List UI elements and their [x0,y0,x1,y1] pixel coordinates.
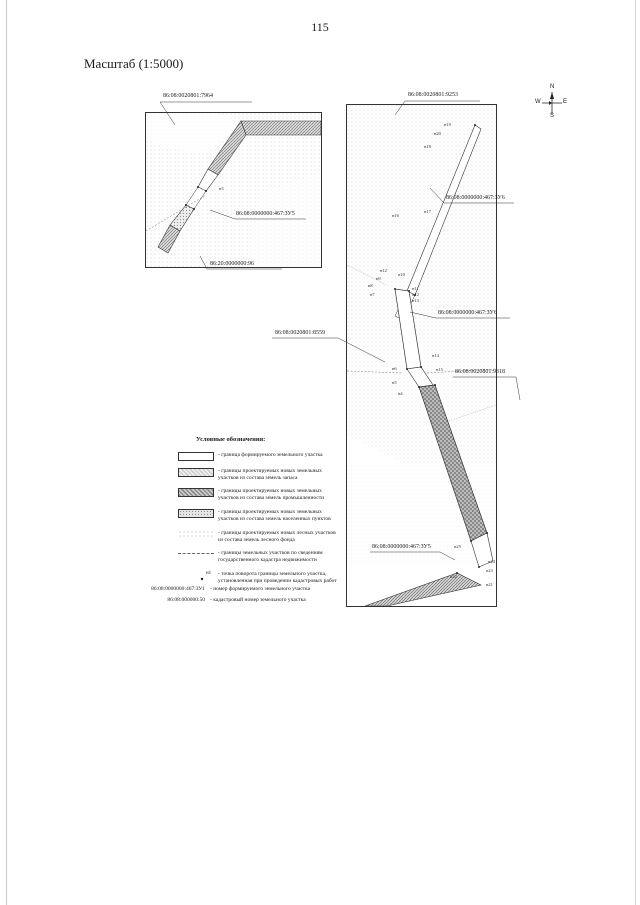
main-point: н24 [488,559,495,564]
main-point: н11 [412,286,419,291]
legend-swatch-forest [178,530,214,539]
scan-edge-right [635,0,636,905]
legend-text: - границы проектируемых новых земельных … [218,468,322,481]
inset-map-drawing [146,113,321,267]
legend-number-row: 86:08:000000:50 - кадастровый номер земе… [110,597,340,605]
main-point: н9 [376,276,381,281]
compass-south: S [550,113,555,119]
legend-swatch-cadastre [178,553,214,554]
legend-title: Условные обозначения: [196,436,266,443]
main-top-parcel-label: 86:08:0020801:9253 [408,92,459,98]
main-point: н23 [486,568,493,573]
main-point: н12 [412,292,419,297]
main-left-parcel-label: 86:08:0020801:8559 [275,330,326,336]
main-point: н25 [454,544,461,549]
legend-text: - границы земельных участков по сведения… [218,550,323,563]
legend-text: - граница формируемого земельного участк… [218,452,323,458]
main-point: н19 [444,122,451,127]
legend-swatch-outline [178,452,214,461]
legend-number-row: 86:08:0000000:467:ЗУ1 - номер формируемо… [110,586,340,594]
legend-number-text: - номер формируемого земельного участка [210,586,311,592]
compass-west: W [535,99,541,105]
main-point: н20 [434,131,441,136]
legend-text: - границы проектируемых новых земельных … [218,509,331,522]
legend-swatch-point: н1 [178,571,214,581]
legend-swatch-reserve [178,468,214,477]
compass-rose: N S W E [532,84,572,122]
legend-number-text: - кадастровый номер земельного участка [210,597,306,603]
main-map [346,104,497,607]
inset-zu5-label: 86:08:0000000:467:ЗУ5 [236,211,295,217]
legend: Условные обозначения: - граница формируе… [110,436,340,616]
inset-point-n3: н3 [219,186,224,191]
main-point: н17 [424,209,431,214]
point-dot-icon [200,577,204,581]
compass-arrow-icon [542,92,562,114]
main-point: н21 [486,582,493,587]
legend-text: - границы проектируемых новых лесных уча… [218,530,336,543]
main-point: н18 [424,144,431,149]
inset-bottom-parcel-label: 86:20:0000000:96 [210,261,255,267]
main-point: н16 [392,213,399,218]
legend-point-code: н1 [206,571,212,576]
compass-east: E [563,99,568,105]
legend-text: - точка поворота границы земельного учас… [218,571,337,584]
main-point: н4 [398,391,403,396]
scan-edge-left [6,0,7,905]
compass-north: N [550,84,555,90]
main-point: н14 [432,353,439,358]
legend-number-code: 86:08:0000000:467:ЗУ1 [151,586,205,592]
legend-text: - границы проектируемых новых земельных … [218,488,325,501]
main-point: н12 [380,268,387,273]
main-point: н5 [392,380,397,385]
main-map-drawing [347,105,496,606]
inset-top-parcel-label: 86:08:0020801:7964 [163,93,214,99]
main-point: н22 [450,574,457,579]
main-zu5-bottom-label: 86:08:0000000:467:ЗУ5 [372,544,431,550]
main-point: н8 [368,283,373,288]
main-point: н6 [392,366,397,371]
main-right-parcel-label: 86:08:0020801:9318 [455,369,506,375]
legend-number-code: 86:08:000000:50 [167,597,205,603]
scale-label: Масштаб (1:5000) [84,56,184,71]
main-point: н7 [370,292,375,297]
main-zu6-mid-label: 86:08:0000000:467:ЗУ6 [438,310,497,316]
main-point: н10 [398,272,405,277]
main-zu6-top-label: 86:08:0000000:467:ЗУ6 [446,195,505,201]
inset-map [145,112,322,268]
main-point: н15 [436,367,443,372]
main-point: н13 [412,298,419,303]
legend-swatch-settlements [178,509,214,518]
legend-swatch-industry [178,488,214,497]
page-number: 115 [311,20,329,34]
